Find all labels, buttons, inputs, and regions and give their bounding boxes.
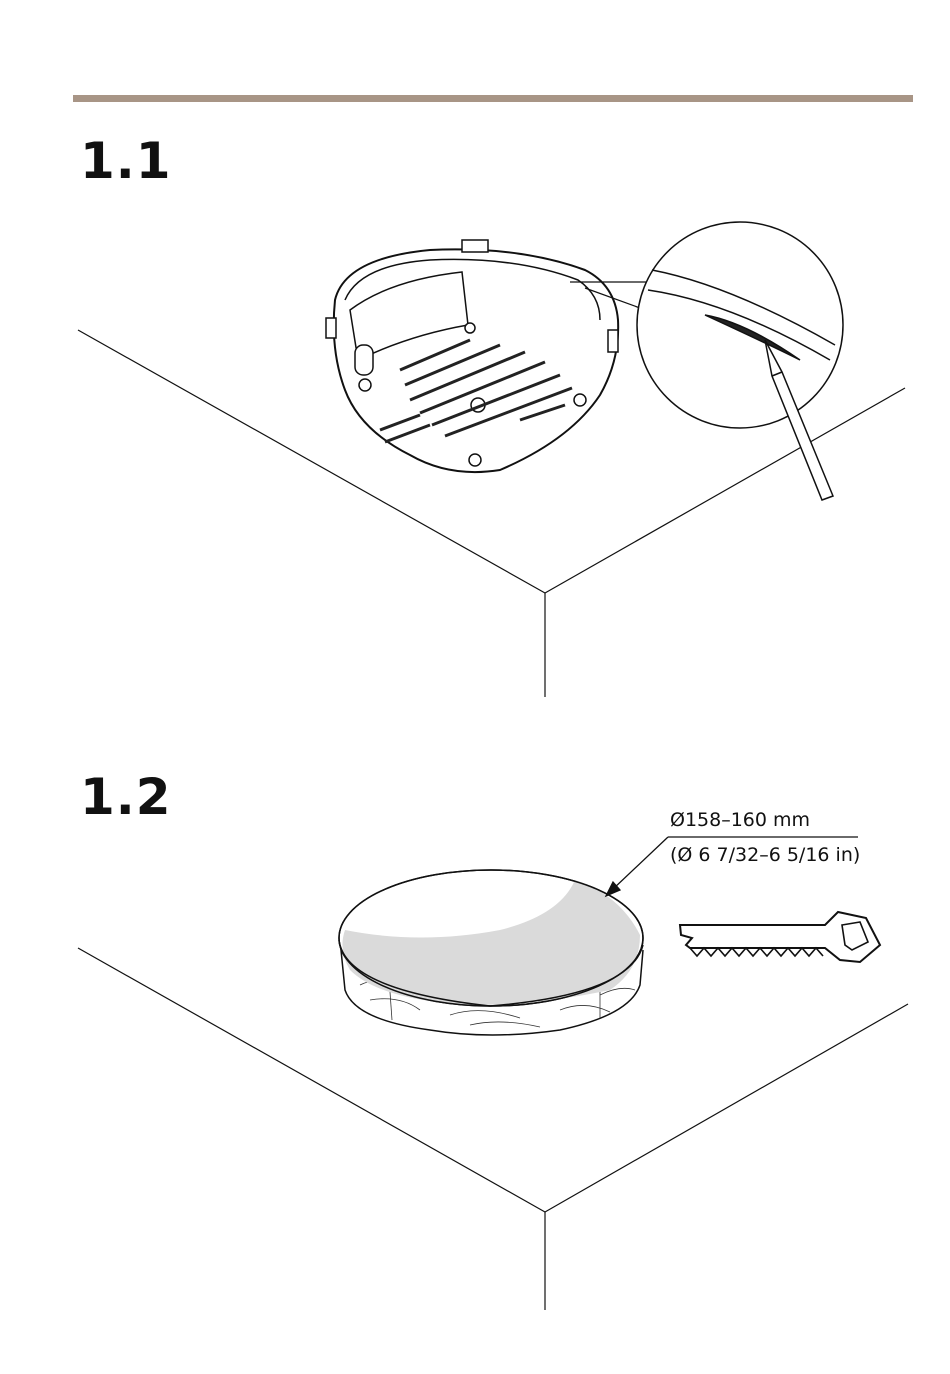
dimension-imperial: (Ø 6 7/32–6 5/16 in) bbox=[670, 846, 860, 865]
top-rule bbox=[73, 95, 913, 102]
step-number-1-1: 1.1 bbox=[80, 136, 172, 186]
dimension-metric: Ø158–160 mm bbox=[670, 811, 810, 830]
camera-mount-base bbox=[326, 240, 618, 472]
cutout-disc bbox=[339, 870, 643, 1035]
figure-cut-hole bbox=[0, 800, 950, 1320]
figure-mark-ceiling bbox=[0, 200, 950, 700]
saw-icon bbox=[680, 912, 880, 962]
magnifier-detail bbox=[637, 222, 843, 428]
